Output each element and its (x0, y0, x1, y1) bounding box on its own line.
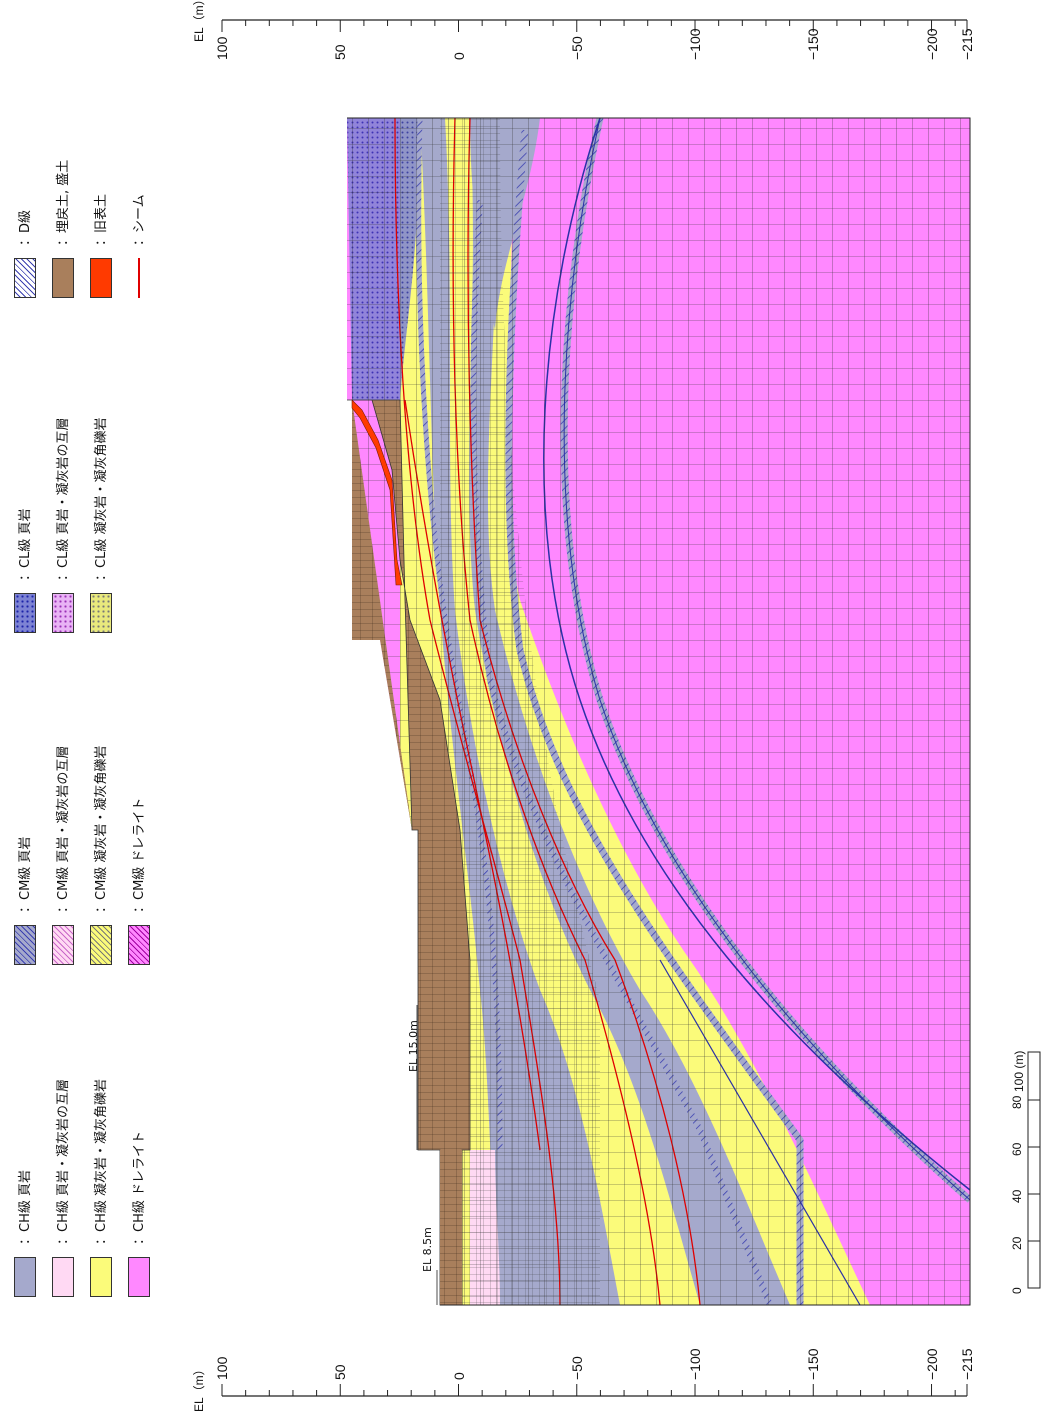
el-axis-top (221, 19, 968, 32)
legend-label-seam: ：シーム (132, 194, 147, 246)
axis-tick-label: −200 (923, 28, 940, 60)
el-axis-bottom (221, 1384, 968, 1397)
legend-label-fill: ：埋戻土, 盛土 (56, 159, 71, 246)
axis-tick-label: −100 (687, 1348, 704, 1380)
legend-label-ch-dolerite: ：CH級 ドレライト (132, 1131, 147, 1245)
legend-label-ch-shale: ：CH級 頁岩 (18, 1170, 33, 1245)
legend-label-cm-shale: ：CM級 頁岩 (18, 836, 33, 913)
scale-bar-unit: 100 (m) (1012, 1050, 1026, 1092)
el-annotation-8-5m: EL 8.5m (421, 1227, 434, 1272)
scale-bar-tick-80: 80 (1010, 1095, 1024, 1109)
legend-swatch-cl-shale (14, 593, 36, 633)
legend-swatch-ch-shale (14, 1257, 36, 1297)
cross-section-body (347, 117, 971, 1306)
legend-swatch-cm-shale (14, 925, 36, 965)
axis-unit-label-top: EL（m） (192, 0, 206, 42)
legend-label-cm-tuff: ：CM級 凝灰岩・凝灰角礫岩 (94, 745, 109, 913)
legend-label-d-class: ：D級 (18, 209, 33, 246)
scale-bar (1027, 1051, 1041, 1289)
legend-swatch-seam (138, 258, 140, 298)
scale-bar-tick-60: 60 (1010, 1142, 1024, 1156)
axis-tick-label: 50 (332, 1364, 349, 1380)
axis-tick-label: −150 (805, 1348, 822, 1380)
legend-swatch-cm-tuff (90, 925, 112, 965)
axis-tick-label: −215 (959, 28, 975, 60)
scale-bar-tick-40: 40 (1010, 1189, 1024, 1203)
axis-tick-label: −50 (568, 36, 585, 60)
legend-label-ch-tuff: ：CH級 凝灰岩・凝灰角礫岩 (94, 1079, 109, 1245)
axis-tick-label: −50 (568, 1356, 585, 1380)
legend-label-cl-interbed: ：CL級 頁岩・凝灰岩の互層 (56, 417, 71, 581)
axis-tick-label: −100 (687, 28, 704, 60)
legend-swatch-cm-interbed (52, 925, 74, 965)
axis-tick-label: 0 (450, 1372, 467, 1380)
legend-swatch-ch-interbed (52, 1257, 74, 1297)
el-annotation-15m: EL 15.0m (407, 1020, 420, 1072)
axis-tick-label: −200 (923, 1348, 940, 1380)
legend-swatch-fill (52, 258, 74, 298)
legend-swatch-cm-dolerite (128, 925, 150, 965)
axis-tick-label: 0 (450, 52, 467, 60)
legend-swatch-old-topsoil (90, 258, 112, 298)
axis-tick-label: −150 (805, 28, 822, 60)
legend-label-cm-interbed: ：CM級 頁岩・凝灰岩の互層 (56, 745, 71, 913)
axis-tick-label: −215 (959, 1348, 975, 1380)
axis-tick-label: 50 (332, 44, 349, 60)
axis-tick-label: 100 (214, 36, 230, 60)
legend-swatch-d-class (14, 258, 36, 298)
legend-swatch-cl-interbed (52, 593, 74, 633)
scale-bar-tick-20: 20 (1010, 1236, 1024, 1250)
scale-bar-tick-0: 0 (1010, 1287, 1024, 1294)
legend-swatch-cl-tuff (90, 593, 112, 633)
legend-label-cm-dolerite: ：CM級 ドレライト (132, 797, 147, 913)
legend-label-cl-tuff: ：CL級 凝灰岩・凝灰角礫岩 (94, 417, 109, 581)
legend-label-ch-interbed: ：CH級 頁岩・凝灰岩の互層 (56, 1079, 71, 1245)
legend-label-old-topsoil: ：旧表土 (94, 193, 109, 246)
legend-swatch-ch-dolerite (128, 1257, 150, 1297)
legend-swatch-ch-tuff (90, 1257, 112, 1297)
legend-label-cl-shale: ：CL級 頁岩 (18, 508, 33, 581)
axis-unit-label-bottom: EL（m） (192, 1363, 206, 1412)
axis-tick-label: 100 (214, 1356, 230, 1380)
